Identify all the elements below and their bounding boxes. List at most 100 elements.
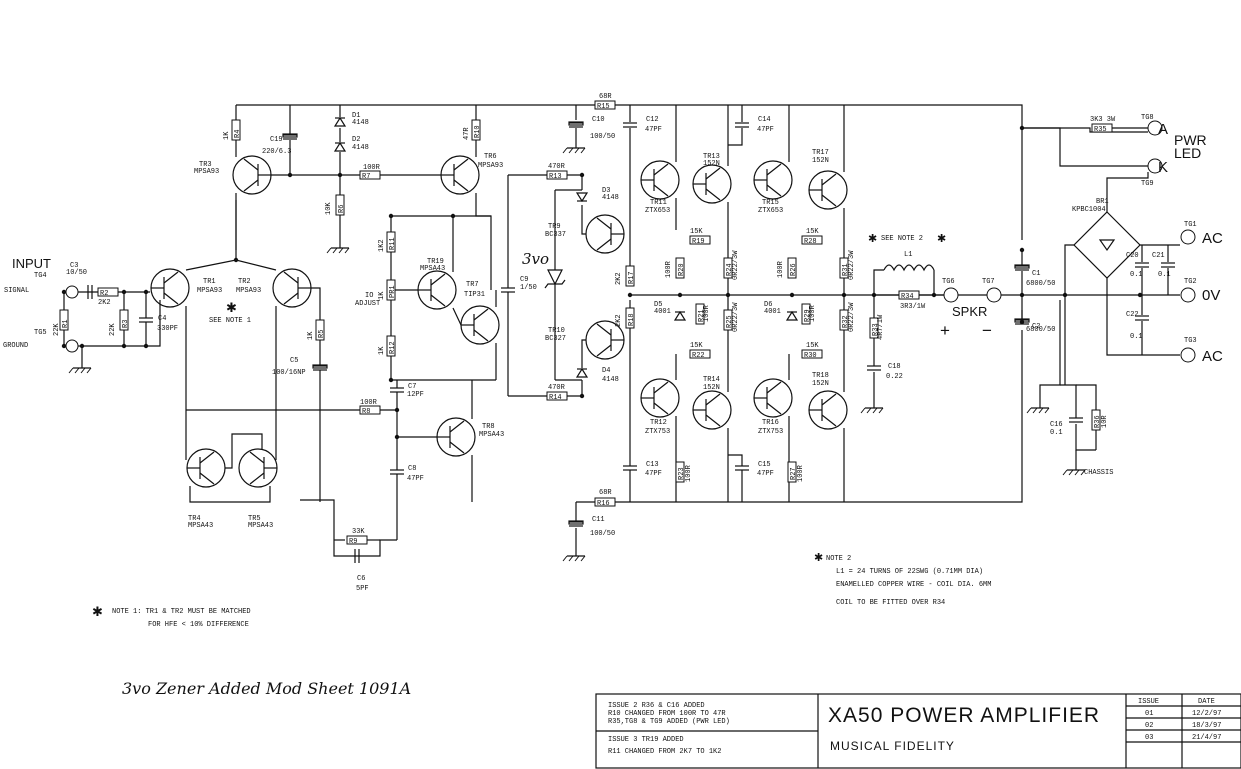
date-header: DATE — [1198, 698, 1215, 706]
c18-val: 0.22 — [886, 373, 903, 381]
tr10-val: BC327 — [545, 335, 566, 343]
wire — [1106, 172, 1149, 212]
r25-val: 0R22/3W — [732, 302, 740, 332]
d6-val: 4001 — [764, 308, 781, 316]
r30-val: 15K — [806, 342, 819, 350]
c21-val: 0.1 — [1158, 271, 1171, 279]
tr16-ref: TR16 — [762, 419, 779, 427]
transistor-emitter — [653, 402, 669, 415]
transistor-emitter — [449, 441, 465, 454]
junction-dot — [61, 343, 67, 349]
spkr-label: SPKR — [952, 304, 987, 319]
tr13-ref: TR13 — [703, 153, 720, 161]
r15-ref: R15 — [597, 103, 610, 111]
r2-val: 2K2 — [98, 299, 111, 307]
diode-d2 — [333, 141, 347, 152]
junction-dot — [143, 343, 149, 349]
r32-ref: R32 — [842, 315, 850, 328]
wire — [1064, 244, 1074, 385]
r29-val: 100R — [809, 304, 817, 322]
issue-02: 02 — [1145, 722, 1153, 730]
r21-val: 100R — [703, 304, 711, 322]
junction-dot — [61, 289, 67, 295]
r13-ref: R13 — [549, 173, 562, 181]
wire — [78, 300, 161, 347]
junction-dot — [579, 172, 585, 178]
resistor-pr1 — [386, 279, 396, 301]
ground-hatch — [562, 147, 568, 154]
r6-ref: R6 — [338, 205, 346, 213]
junction-dot — [1019, 247, 1025, 253]
resistor-r20 — [675, 257, 685, 279]
r16-val: 68R — [599, 489, 612, 497]
input-label: INPUT — [12, 256, 51, 271]
r24-ref: R24 — [726, 263, 734, 276]
d2-val: 4148 — [352, 144, 369, 152]
ac2-label: AC — [1202, 348, 1223, 365]
wire — [225, 433, 263, 469]
d4-ref: D4 — [602, 367, 610, 375]
c16-ref: C16 — [1050, 421, 1063, 429]
tr16-val: ZTX753 — [758, 428, 783, 436]
r22-val: 15K — [690, 342, 703, 350]
r1-val: 22K — [53, 323, 61, 336]
junction-dot — [931, 292, 937, 298]
tr3-ref: TR3 — [199, 161, 212, 169]
junction-dot — [677, 292, 683, 298]
r34-ref: R34 — [901, 293, 914, 301]
r25-ref: R25 — [726, 315, 734, 328]
ground-hatch — [1038, 407, 1044, 414]
c10-ref: C10 — [592, 116, 605, 124]
r7-val: 100R — [363, 164, 381, 172]
br1-val: KPBC1004 — [1072, 206, 1106, 214]
l1-ref: L1 — [904, 251, 912, 259]
ground-hatch — [344, 247, 350, 254]
r36-ref: R36 — [1094, 415, 1102, 428]
r26-val: 100R — [777, 260, 785, 278]
resistor-r23 — [675, 461, 685, 483]
tr6-val: MPSA93 — [478, 162, 503, 170]
c9-ref: C9 — [520, 276, 528, 284]
ground-hatch — [68, 367, 74, 374]
tr12-ref: TR12 — [650, 419, 667, 427]
transistor-collector — [449, 420, 465, 433]
date-01: 12/2/97 — [1192, 710, 1221, 718]
ground-hatch — [74, 367, 80, 374]
transistor-collector — [283, 271, 299, 284]
resistor-r16 — [594, 497, 616, 507]
transistor-emitter — [453, 179, 469, 192]
junction-dot — [388, 213, 394, 219]
c1-val: 6800/50 — [1026, 280, 1055, 288]
r21-ref: R21 — [698, 309, 706, 322]
transistor-emitter — [705, 414, 721, 427]
r12-ref: R12 — [389, 341, 397, 354]
d2-ref: D2 — [352, 136, 360, 144]
resistor-r17 — [625, 265, 635, 287]
r36-val: 10R — [1101, 415, 1109, 428]
r24-val: 0R22/3W — [732, 250, 740, 280]
ground-hatch — [1068, 469, 1074, 476]
r34-val: 3R3/1W — [900, 303, 926, 311]
pr1-val: 1K — [378, 291, 386, 300]
c12-ref: C12 — [646, 116, 659, 124]
r27-ref: R27 — [790, 467, 798, 480]
resistor-r9 — [346, 535, 368, 545]
note2-line3: COIL TO BE FITTED OVER R34 — [836, 599, 945, 607]
wire — [1039, 300, 1061, 400]
resistor-r7 — [359, 170, 381, 180]
resistor-r6 — [335, 194, 345, 216]
terminal — [986, 287, 1002, 303]
transistor-emitter — [249, 472, 265, 485]
anode-label: A — [1158, 121, 1168, 138]
transistor-emitter — [473, 329, 489, 342]
tr17-val: 152N — [812, 157, 829, 165]
resistor-r4 — [231, 119, 241, 141]
tr14-ref: TR14 — [703, 376, 720, 384]
junction-dot — [841, 292, 847, 298]
resistor-r26 — [787, 257, 797, 279]
bridge-diode-symbol — [1098, 239, 1116, 252]
c16-val: 0.1 — [1050, 429, 1063, 437]
resistor-r35 — [1091, 123, 1113, 133]
d1-ref: D1 — [352, 112, 360, 120]
